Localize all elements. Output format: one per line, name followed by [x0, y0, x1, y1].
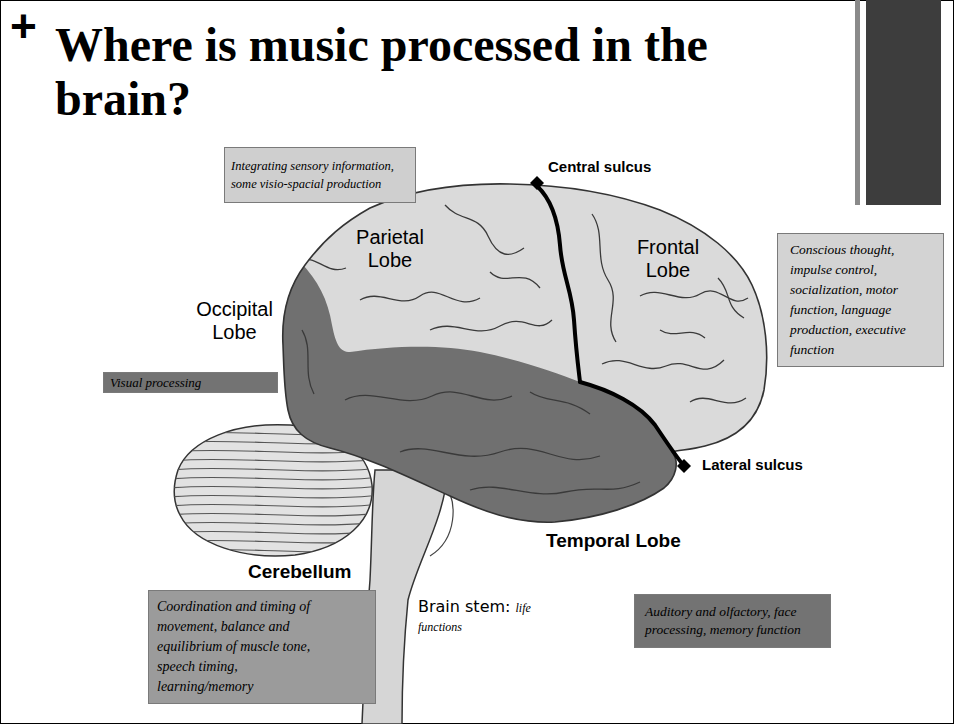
cerebrum-outline [283, 184, 767, 522]
gyrus-line [302, 330, 314, 394]
central-sulcus-line [537, 186, 580, 382]
corner-block [866, 0, 941, 205]
info-box: Conscious thought, impulse control, soci… [777, 233, 944, 367]
gyrus-line [490, 272, 540, 288]
box-text: Integrating sensory information, some vi… [231, 157, 409, 193]
lobe-label: Occipital Lobe [192, 298, 277, 344]
gyrus-line [300, 260, 346, 270]
lobe-label: Temporal Lobe [546, 530, 681, 552]
box-text: Auditory and olfactory, face processing,… [645, 603, 820, 639]
slide-title: Where is music processed in the brain? [55, 18, 775, 126]
lobe-label: Frontal Lobe [628, 236, 708, 282]
gyrus-line [530, 392, 590, 414]
gyrus-line [592, 214, 616, 342]
gyrus-line [430, 320, 552, 331]
occipital-temporal-region [250, 250, 720, 560]
corner-strip [855, 0, 860, 205]
info-box: Integrating sensory information, some vi… [224, 147, 416, 203]
lateral-sulcus-line [580, 382, 684, 466]
lobe-label: Parietal Lobe [345, 226, 435, 272]
structure-label: Cerebellum [248, 561, 351, 583]
gyrus-line [345, 392, 512, 401]
gyrus-line [445, 205, 524, 254]
gyrus-line [690, 398, 746, 403]
box-text: Coordination and timing of movement, bal… [157, 597, 321, 697]
info-box: Auditory and olfactory, face processing,… [634, 594, 831, 648]
slide-bullet: + [10, 0, 37, 53]
gyrus-line [660, 330, 705, 338]
gyrus-line [718, 278, 744, 318]
structure-label: Brain stem: [418, 597, 510, 616]
gyrus-line [400, 448, 600, 459]
sulcus-label: Lateral sulcus [702, 456, 803, 473]
box-text: Conscious thought, impulse control, soci… [790, 240, 931, 360]
gyrus-line [640, 291, 748, 301]
gyrus-line [360, 292, 480, 302]
gyrus-line [470, 482, 640, 494]
info-box: Coordination and timing of movement, bal… [148, 590, 376, 704]
sulcus-marker [677, 459, 691, 473]
info-box: Visual processing [103, 372, 278, 393]
box-text: Visual processing [110, 374, 271, 391]
gyrus-line [602, 360, 724, 369]
sulcus-label: Central sulcus [548, 158, 651, 175]
sulcus-marker [530, 176, 544, 190]
brain-stem-caption: Brain stem:life functions [418, 598, 553, 636]
